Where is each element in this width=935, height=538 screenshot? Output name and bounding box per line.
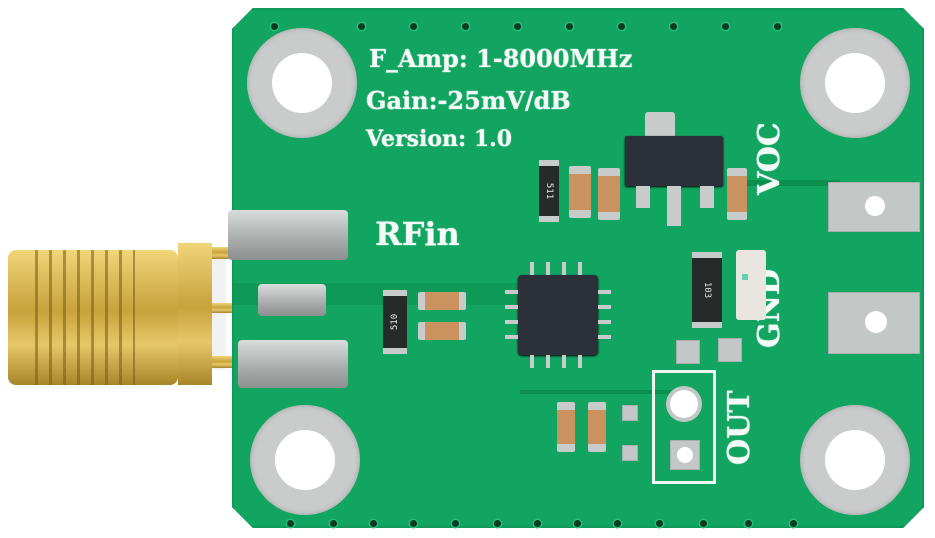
voltage-regulator <box>625 136 723 186</box>
ic-pin <box>578 355 582 368</box>
input-coupling-capacitor <box>418 322 466 340</box>
sma-solder-center <box>258 284 326 316</box>
capacitor <box>727 168 747 220</box>
sma-thread-grooves <box>35 250 135 385</box>
test-pad <box>622 405 638 421</box>
regulator-pin <box>636 186 650 208</box>
resistor-511-marking: 511 <box>543 182 554 200</box>
spec-gain-label: Gain:-25mV/dB <box>366 86 571 115</box>
regulator-pin <box>667 186 681 226</box>
ic-pin <box>505 320 518 324</box>
capacitor <box>598 168 620 220</box>
power-led <box>736 250 766 320</box>
test-pad <box>622 445 638 461</box>
ic-pin <box>530 262 534 275</box>
out-pin-label: OUT <box>722 390 757 465</box>
capacitor <box>588 402 606 452</box>
mounting-hole-top-left <box>247 28 357 138</box>
ic-pin <box>598 320 611 324</box>
via <box>410 23 417 30</box>
via <box>574 520 581 527</box>
resistor-511: 511 <box>539 160 559 222</box>
mounting-hole-top-right <box>800 28 910 138</box>
via <box>271 23 278 30</box>
input-coupling-capacitor <box>418 292 466 310</box>
via <box>358 23 365 30</box>
regulator-pin <box>700 186 714 208</box>
vcc-trace <box>740 180 840 186</box>
sma-solder-top <box>228 210 348 260</box>
out-pad-square[interactable] <box>670 440 700 470</box>
regulator-tab <box>645 112 675 138</box>
ic-pin <box>578 262 582 275</box>
resistor-103-marking: 103 <box>701 281 712 299</box>
via <box>370 520 377 527</box>
ic-pin <box>562 355 566 368</box>
sma-connector-flange <box>178 243 212 385</box>
capacitor <box>557 402 575 452</box>
via <box>790 520 797 527</box>
via <box>494 520 501 527</box>
via <box>745 520 752 527</box>
ic-pin <box>505 335 518 339</box>
vcc-pad[interactable] <box>828 182 920 232</box>
ic-pin <box>562 262 566 275</box>
capacitor <box>569 166 591 218</box>
detector-ic <box>518 275 598 355</box>
rf-input-label: RFin <box>375 215 460 253</box>
ic-pin <box>598 290 611 294</box>
via <box>534 520 541 527</box>
ic-pin <box>598 305 611 309</box>
via <box>670 23 677 30</box>
via <box>287 520 294 527</box>
spec-frequency-label: F_Amp: 1-8000MHz <box>369 44 633 73</box>
via <box>774 23 781 30</box>
gnd-pad[interactable] <box>828 292 920 354</box>
resistor-510-marking: 510 <box>389 313 400 331</box>
via <box>566 23 573 30</box>
via <box>656 520 663 527</box>
via <box>410 520 417 527</box>
gnd-trace <box>520 390 680 394</box>
via <box>462 23 469 30</box>
resistor-510: 510 <box>383 290 407 354</box>
led-lens <box>742 274 748 280</box>
spec-version-label: Version: 1.0 <box>366 126 513 152</box>
ic-pin <box>598 335 611 339</box>
test-pad <box>718 338 742 362</box>
sma-solder-bottom <box>238 340 348 388</box>
vcc-pin-label: VOC <box>752 122 787 195</box>
mounting-hole-bottom-right <box>800 405 910 515</box>
ic-pin <box>546 262 550 275</box>
via <box>618 23 625 30</box>
via <box>614 520 621 527</box>
via <box>452 520 459 527</box>
out-pad-outline <box>652 370 716 484</box>
ic-pin <box>505 305 518 309</box>
ic-pin <box>505 290 518 294</box>
via <box>514 23 521 30</box>
ic-pin <box>530 355 534 368</box>
via <box>722 23 729 30</box>
resistor-103: 103 <box>692 252 722 328</box>
via <box>330 520 337 527</box>
mounting-hole-bottom-left <box>250 405 360 515</box>
test-pad <box>676 340 700 364</box>
sma-insulator <box>212 258 226 370</box>
via <box>700 520 707 527</box>
out-pad-round[interactable] <box>670 390 698 418</box>
ic-pin <box>546 355 550 368</box>
